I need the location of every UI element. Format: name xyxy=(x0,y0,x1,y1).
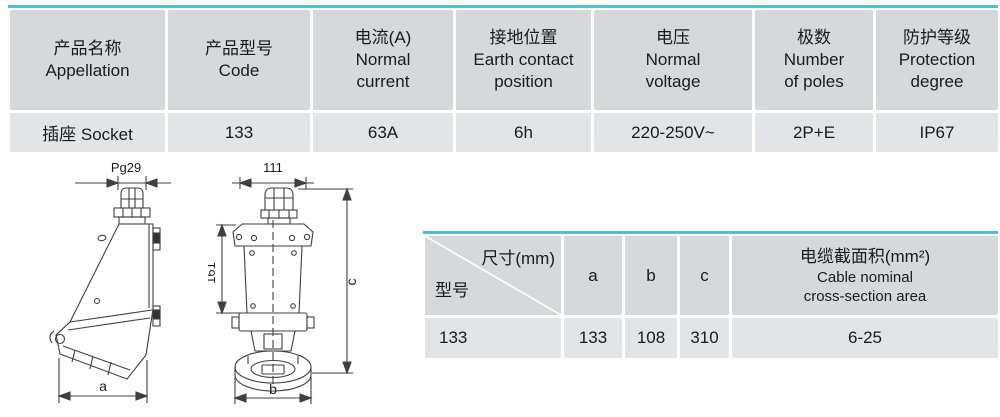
dim-value-a: 133 xyxy=(564,318,622,358)
spec-header-appellation: 产品名称 Appellation xyxy=(10,10,165,110)
spec-value-protection: IP67 xyxy=(876,113,998,152)
dim-header-c: c xyxy=(680,236,729,315)
dim-label-a: a xyxy=(99,378,107,394)
spec-header-earth-position: 接地位置 Earth contact position xyxy=(456,10,591,110)
front-view-drawing: 111 161 c b xyxy=(208,160,359,404)
dim-label-c: c xyxy=(343,279,359,286)
spec-header-protection: 防护等级 Protection degree xyxy=(876,10,998,110)
dim-value-b: 108 xyxy=(625,318,677,358)
spec-value-appellation: 插座 Socket xyxy=(10,113,165,152)
spec-value-poles: 2P+E xyxy=(755,113,873,152)
spec-header-voltage: 电压 Normal voltage xyxy=(594,10,752,110)
spec-value-current: 63A xyxy=(313,113,453,152)
side-view-drawing: Pg29 a xyxy=(49,160,171,403)
corner-label-model: 型号 xyxy=(435,281,469,300)
dim-label-111: 111 xyxy=(263,160,283,175)
spec-header-current: 电流(A) Normal current xyxy=(313,10,453,110)
dim-value-cable: 6-25 xyxy=(732,318,998,358)
corner-label-size: 尺寸(mm) xyxy=(481,249,555,268)
header-zh: 产品名称 xyxy=(53,39,122,58)
dim-header-a: a xyxy=(564,236,622,315)
spec-header-poles: 极数 Number of poles xyxy=(755,10,873,110)
dim-value-model: 133 xyxy=(425,318,561,358)
dim-label-pg29: Pg29 xyxy=(111,160,141,175)
diagonal-divider xyxy=(425,236,561,315)
dim-header-corner: 尺寸(mm) 型号 xyxy=(425,236,561,315)
dim-header-cable: 电缆截面积(mm²) Cable nominal cross-section a… xyxy=(732,236,998,315)
dimension-table: 尺寸(mm) 型号 a b c 电缆截面积(mm²) Cable nominal… xyxy=(425,236,998,358)
dim-value-c: 310 xyxy=(680,318,729,358)
spec-table: 产品名称 Appellation 产品型号 Code 电流(A) Normal … xyxy=(10,10,998,152)
spec-value-voltage: 220-250V~ xyxy=(594,113,752,152)
dim-label-b: b xyxy=(269,381,277,397)
spec-value-code: 133 xyxy=(168,113,310,152)
dim-header-b: b xyxy=(625,236,677,315)
bottom-accent-bar xyxy=(423,231,998,234)
dim-label-161: 161 xyxy=(208,262,218,284)
top-accent-bar xyxy=(8,5,998,8)
spec-header-code: 产品型号 Code xyxy=(168,10,310,110)
spec-value-earth-position: 6h xyxy=(456,113,591,152)
